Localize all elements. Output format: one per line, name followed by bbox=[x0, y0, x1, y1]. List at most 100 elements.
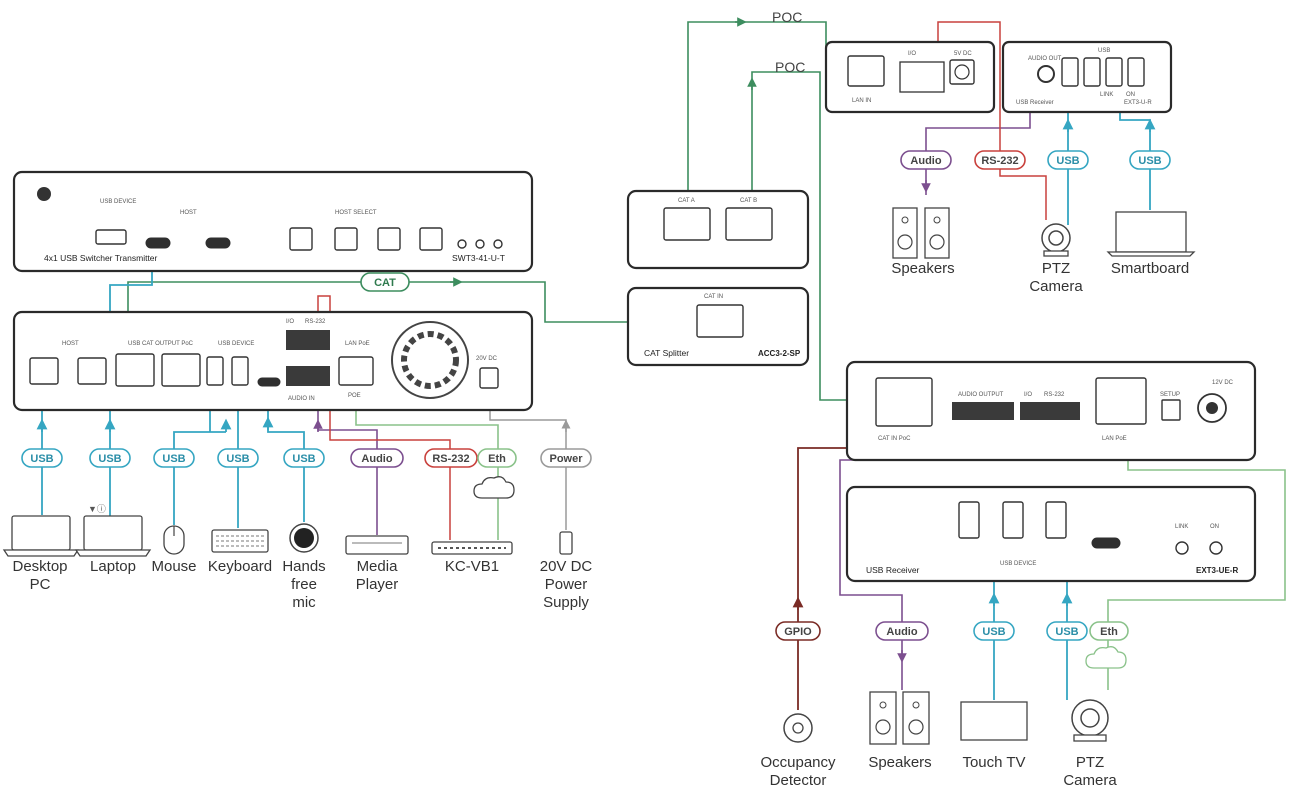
pill-usb-mic: USB bbox=[283, 448, 325, 468]
cat-a-port bbox=[663, 207, 711, 241]
small-usb-port-4 bbox=[1127, 57, 1145, 87]
rs232-rx-label: RS-232 bbox=[1044, 392, 1065, 398]
pill-usb-desktop: USB bbox=[21, 448, 63, 468]
lan-poe-port bbox=[338, 356, 374, 386]
svg-text:RS-232: RS-232 bbox=[981, 155, 1018, 167]
kc-vb1-icon bbox=[431, 541, 513, 555]
pill-audio-media: Audio bbox=[350, 448, 404, 468]
svg-text:USB: USB bbox=[982, 626, 1005, 638]
small-power-label: 5V DC bbox=[954, 51, 972, 57]
cat-output-port-a bbox=[115, 353, 155, 387]
svg-text:USB: USB bbox=[30, 453, 53, 465]
pill-usb-mouse: USB bbox=[153, 448, 195, 468]
large-receiver-name: USB Receiver bbox=[866, 565, 920, 575]
usb-a-port bbox=[95, 229, 127, 245]
pill-usb-touch-tv: USB bbox=[973, 621, 1015, 641]
small-link-label: LINK bbox=[1100, 92, 1113, 98]
svg-text:USB: USB bbox=[226, 453, 249, 465]
speakers-icon-top bbox=[892, 207, 950, 259]
svg-text:USB: USB bbox=[1056, 155, 1079, 167]
small-usb-port-3 bbox=[1105, 57, 1123, 87]
poc-receiver-small: LAN IN I/O 5V DC bbox=[824, 40, 996, 114]
io-receiver: CAT IN PoC AUDIO OUTPUT I/O RS-232 LAN P… bbox=[845, 360, 1257, 462]
svg-text:USB: USB bbox=[162, 453, 185, 465]
keyboard-icon bbox=[211, 529, 269, 553]
pwr-led bbox=[475, 239, 485, 249]
host-label: HOST bbox=[180, 210, 197, 216]
poc-cable-top bbox=[687, 21, 827, 200]
svg-text:GPIO: GPIO bbox=[784, 626, 812, 638]
lan-in-label: LAN IN bbox=[852, 98, 871, 104]
pill-gpio: GPIO bbox=[775, 621, 821, 641]
power-supply-icon bbox=[559, 531, 573, 555]
setup-switch[interactable] bbox=[1161, 399, 1181, 421]
usb-cat-output-label: USB CAT OUTPUT PoC bbox=[128, 341, 194, 347]
svg-text:Audio: Audio bbox=[886, 626, 917, 638]
hands-free-mic-icon bbox=[289, 523, 319, 553]
usb-b-host-2 bbox=[77, 357, 107, 385]
large-link-led bbox=[1175, 541, 1189, 555]
svg-text:Audio: Audio bbox=[910, 155, 941, 167]
pill-usb-ptz-top: USB bbox=[1047, 150, 1089, 170]
audio-out-jack bbox=[1037, 65, 1055, 83]
svg-text:CAT: CAT bbox=[374, 277, 396, 289]
endpoint-label-laptop: Laptop bbox=[90, 558, 136, 575]
rear-usb-device-label: USB DEVICE bbox=[218, 341, 254, 347]
large-usb-port-1 bbox=[958, 501, 980, 539]
host-select-button-1[interactable] bbox=[289, 227, 313, 251]
usb-c-device-port bbox=[257, 377, 281, 387]
svg-text:Power: Power bbox=[549, 453, 583, 465]
pill-eth-kcvb1: Eth bbox=[477, 448, 517, 468]
svg-text:USB: USB bbox=[98, 453, 121, 465]
pill-cat: CAT bbox=[360, 272, 410, 292]
pill-rs232-kcvb1: RS-232 bbox=[424, 448, 478, 468]
pill-power: Power bbox=[540, 448, 592, 468]
cat-b-port bbox=[725, 207, 773, 241]
usb-receiver-large: USB DEVICE LINK ON USB Receiver EXT3-UE-… bbox=[845, 485, 1257, 583]
power-connector bbox=[479, 367, 499, 389]
host-select-button-4[interactable] bbox=[419, 227, 443, 251]
small-terminal-block bbox=[899, 61, 945, 93]
svg-text:Eth: Eth bbox=[488, 453, 506, 465]
audio-out-label: AUDIO OUT bbox=[1028, 56, 1062, 62]
large-on-led bbox=[1209, 541, 1223, 555]
endpoint-label-kcvb1: KC-VB1 bbox=[445, 558, 499, 575]
host-select-button-3[interactable] bbox=[377, 227, 401, 251]
pill-usb-keyboard: USB bbox=[217, 448, 259, 468]
large-usb-port-2 bbox=[1002, 501, 1024, 539]
svg-text:RS-232: RS-232 bbox=[432, 453, 469, 465]
cat-in-poc-port bbox=[875, 377, 933, 427]
usb-device-port-2 bbox=[231, 356, 249, 386]
small-usb-label: USB bbox=[1098, 48, 1110, 54]
pill-usb-ptz-bottom: USB bbox=[1046, 621, 1088, 641]
cat-splitter: CAT IN CAT Splitter ACC3-2-SP bbox=[626, 286, 810, 367]
poc-cable-second bbox=[751, 71, 875, 401]
setup-label: SETUP bbox=[1160, 392, 1180, 398]
svg-text:▼ⓘ: ▼ⓘ bbox=[88, 504, 106, 514]
svg-text:Audio: Audio bbox=[361, 453, 392, 465]
endpoint-label-speakers-top: Speakers bbox=[891, 260, 954, 277]
power-in-label: 20V DC bbox=[476, 356, 498, 362]
usb-cable-mouse bbox=[173, 431, 226, 525]
splitter-cat-in-port bbox=[696, 304, 744, 338]
pill-rs232-ptz-top: RS-232 bbox=[974, 150, 1026, 170]
speakers-icon-bottom bbox=[869, 691, 930, 745]
cat-a-label: CAT A bbox=[678, 198, 695, 204]
usb-c-host-1 bbox=[145, 237, 171, 249]
audio-output-label: AUDIO OUTPUT bbox=[958, 392, 1004, 398]
large-link-label: LINK bbox=[1175, 524, 1188, 530]
transmitter-rear-panel: HOST USB CAT OUTPUT PoC USB DEVICE I/O R… bbox=[12, 310, 534, 412]
poc-label-top: POC bbox=[772, 9, 802, 25]
host-select-button-2[interactable] bbox=[334, 227, 358, 251]
poc-label-second: POC bbox=[775, 59, 805, 75]
rs232-cable-ptz-top bbox=[937, 21, 1047, 220]
small-usb-port-1 bbox=[1061, 57, 1079, 87]
lan-poe-label: LAN PoE bbox=[345, 341, 370, 347]
small-usb-port-2 bbox=[1083, 57, 1101, 87]
status-led bbox=[493, 239, 503, 249]
